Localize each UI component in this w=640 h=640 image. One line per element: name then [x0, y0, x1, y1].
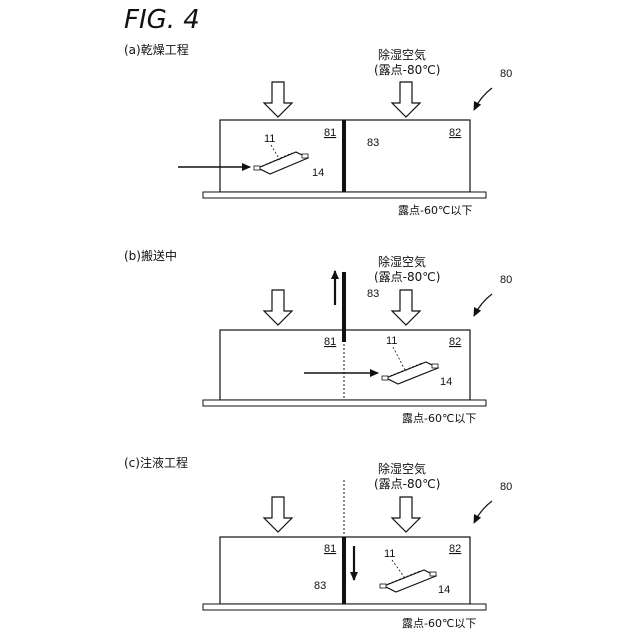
- room-81-ref: 81: [324, 543, 336, 555]
- system-ref-arrow: [474, 501, 492, 523]
- floor-dew-label: 露点-60℃以下: [398, 204, 472, 217]
- floor-base: [203, 400, 486, 406]
- panel-c: (c)注液工程 除湿空気 (露点-80℃) 80 83 81 82 11 14 …: [124, 455, 512, 630]
- airflow-arrow-left: [264, 290, 292, 325]
- container-ref: 14: [438, 584, 450, 596]
- dew-point-label: (露点-80℃): [374, 477, 440, 491]
- battery-ref: 11: [264, 133, 275, 145]
- room-81-ref: 81: [324, 336, 336, 348]
- battery-ref: 11: [386, 335, 397, 347]
- system-ref: 80: [500, 68, 512, 80]
- partition-ref: 83: [367, 288, 379, 300]
- panel-caption: (a)乾燥工程: [124, 42, 189, 57]
- room-82-ref: 82: [449, 336, 461, 348]
- partition-ref: 83: [367, 137, 379, 149]
- floor-dew-label: 露点-60℃以下: [402, 412, 476, 425]
- room-82-ref: 82: [449, 543, 461, 555]
- partition-ref: 83: [314, 580, 326, 592]
- dehumidified-air-label: 除湿空気: [378, 254, 426, 269]
- dehumidified-air-label: 除湿空気: [378, 47, 426, 62]
- panel-a: (a)乾燥工程 除湿空気 (露点-80℃) 80 81 82 83 11 14 …: [124, 42, 512, 217]
- room-81-ref: 81: [324, 127, 336, 139]
- floor-dew-label: 露点-60℃以下: [402, 617, 476, 630]
- system-ref: 80: [500, 274, 512, 286]
- airflow-arrow-left: [264, 497, 292, 532]
- system-ref: 80: [500, 481, 512, 493]
- system-ref-arrow: [474, 294, 492, 316]
- airflow-arrow-right: [392, 82, 420, 117]
- container-ref: 14: [312, 167, 324, 179]
- panel-caption: (b)搬送中: [124, 248, 177, 263]
- container-ref: 14: [440, 376, 452, 388]
- dew-point-label: (露点-80℃): [374, 63, 440, 77]
- panel-caption: (c)注液工程: [124, 455, 188, 470]
- battery-ref: 11: [384, 548, 395, 560]
- airflow-arrow-left: [264, 82, 292, 117]
- airflow-arrow-right: [392, 290, 420, 325]
- floor-base: [203, 604, 486, 610]
- figure-title: FIG. 4: [124, 5, 200, 35]
- dehumidified-air-label: 除湿空気: [378, 461, 426, 476]
- system-ref-arrow: [474, 88, 492, 110]
- airflow-arrow-right: [392, 497, 420, 532]
- room-82-ref: 82: [449, 127, 461, 139]
- dew-point-label: (露点-80℃): [374, 270, 440, 284]
- panel-b: (b)搬送中 除湿空気 (露点-80℃) 80 83 81 82 11 14 露…: [124, 248, 512, 425]
- floor-base: [203, 192, 486, 198]
